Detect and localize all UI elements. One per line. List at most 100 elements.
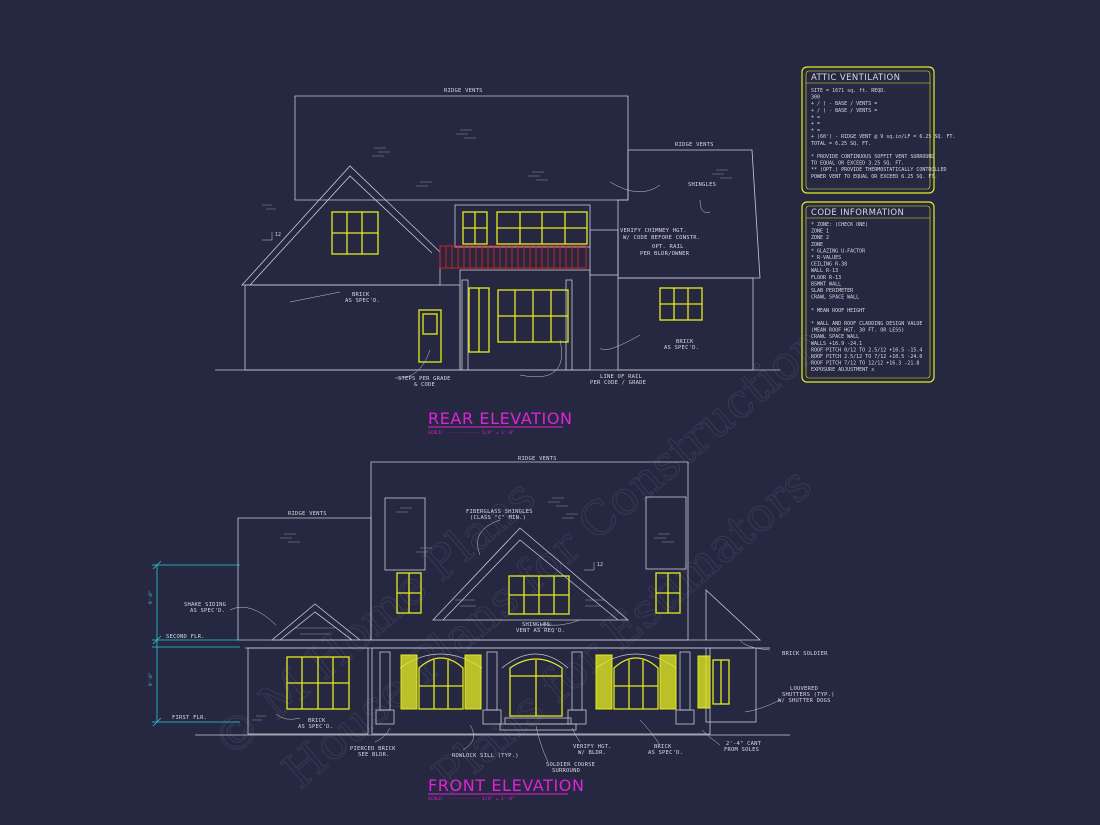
attic-line-4: + = [811, 114, 820, 120]
code-line-18: WALLS +16.9 -24.1 [811, 341, 862, 347]
front-pitch-label: 12 [597, 562, 603, 568]
rear-note-line-rail2: PER CODE / GRADE [590, 380, 646, 386]
code-line-7: WALL R-13 [811, 268, 838, 274]
rear-note-shingles: SHINGLES [688, 182, 716, 188]
code-line-17: CRAWL SPACE WALL [811, 334, 859, 340]
attic-ventilation-title: ATTIC VENTILATION [811, 73, 900, 83]
front-note-soldier-course2: SURROUND [552, 768, 580, 774]
front-window-arched-right [613, 657, 659, 710]
attic-line-13: POWER VENT TO EQUAL OR EXCEED 6.25 SQ. F… [811, 174, 937, 180]
code-information-box: CODE INFORMATION * ZONE: (CHECK ONE) ZON… [801, 201, 935, 383]
rear-elevation: RIDGE VENTS RIDGE VENTS SHINGLES VERIFY … [215, 88, 780, 436]
code-line-13: * MEAN ROOF HEIGHT [811, 308, 865, 314]
code-line-4: * GLAZING U-FACTOR [811, 248, 866, 254]
rear-note-opt-rail2: PER BLDR/OWNER [640, 251, 690, 257]
rear-note-ridge-main: RIDGE VENTS [444, 88, 483, 94]
attic-line-2: + / ) - BASE / VENTS = [811, 101, 877, 107]
front-note-brick-mid: BRICK [654, 744, 672, 750]
attic-line-5: + = [811, 121, 820, 127]
front-note-brick-left: BRICK [308, 718, 326, 724]
attic-line-7: + (60') - RIDGE VENT @ 9 sq.in/LF = 6.25… [811, 134, 956, 140]
front-window-left-dormer [396, 572, 422, 614]
front-note-louvered2: SHUTTERS (TYP.) [782, 692, 835, 698]
rear-note-chimney2: W/ CODE BEFORE CONSTR. [623, 235, 700, 241]
front-note-ridge-left: RIDGE VENTS [288, 511, 327, 517]
code-line-0: * ZONE: (CHECK ONE) [811, 222, 868, 228]
front-level-first: FIRST FLR. [172, 715, 207, 721]
front-window-right-wing [697, 655, 730, 709]
rear-note-chimney: VERIFY CHIMNEY HGT. [620, 228, 687, 234]
front-note-pierced: PIERCED BRICK [350, 746, 396, 752]
attic-line-12: ** (OPT.) PROVIDE THERMOSTATICALLY CONTR… [811, 167, 946, 173]
front-note-fiberglass: FIBERGLASS SHINGLES [466, 509, 533, 515]
code-line-20: ROOF PITCH 2.5/12 TO 7/12 +10.5 -24.0 [811, 354, 922, 360]
code-information-lines: * ZONE: (CHECK ONE) ZONE 1 ZONE 2 ZONE* … [811, 222, 922, 373]
front-door-arched [509, 658, 563, 717]
front-note-louvered: LOUVERED [790, 686, 818, 692]
attic-line-6: + = [811, 128, 820, 134]
rear-note-line-rail: LINE OF RAIL [600, 374, 643, 380]
front-window-center-gable [508, 575, 570, 615]
front-window-right-dormer [655, 572, 681, 614]
attic-ventilation-lines: SITE = 1671 sq. ft. REQD.300+ / ) - BASE… [811, 88, 956, 180]
front-note-louvered3: W/ SHUTTER DOGS [778, 698, 831, 704]
front-note-shingles2: VENT AS REQ'D. [516, 628, 565, 634]
code-line-2: ZONE 2 [811, 235, 829, 241]
rear-door-left [418, 309, 442, 363]
rear-window-gable [331, 211, 379, 255]
front-note-cant2: FROM SOLES [724, 747, 759, 753]
code-line-10: SLAB PERIMETER [811, 288, 854, 294]
code-line-1: ZONE 1 [811, 229, 829, 235]
front-note-shake: SHAKE SIDING [184, 602, 226, 608]
attic-line-10: * PROVIDE CONTINUOUS SOFFIT VENT SURROUN… [811, 154, 934, 160]
code-information-title: CODE INFORMATION [811, 208, 904, 218]
front-note-fiberglass2: (CLASS "C" MIN.) [470, 515, 526, 521]
code-line-9: BSMNT WALL [811, 281, 841, 287]
rear-window-upper [462, 211, 588, 245]
code-line-22: EXPOSURE ADJUSTMENT x [811, 367, 874, 373]
code-line-3: ZONE [811, 242, 823, 248]
front-elevation-title: FRONT ELEVATION [428, 776, 585, 795]
rear-window-porch [497, 289, 569, 343]
code-line-11: CRAWL SPACE WALL [811, 295, 859, 301]
rear-door-porch [468, 287, 490, 353]
front-note-cant: 2'-4" CANT [726, 741, 762, 747]
front-note-brick-mid2: AS SPEC'D. [648, 750, 683, 756]
front-elevation-scale: SCALE: ------------ 1/4" = 1'-0" [428, 796, 515, 802]
front-window-arched-left [418, 657, 464, 710]
front-elevation: 9'-0" 9'-0" SECOND FLR. FIRST FLR. 12 RI… [148, 456, 835, 802]
attic-line-11: TO EQUAL OR EXCEED 3.25 SQ. FT. [811, 161, 904, 167]
rear-note-brick-right2: AS SPEC'D. [664, 345, 699, 351]
attic-ventilation-box: ATTIC VENTILATION SITE = 1671 sq. ft. RE… [801, 66, 956, 194]
front-dim-upper: 9'-0" [148, 590, 154, 604]
front-note-ridge-top: RIDGE VENTS [518, 456, 557, 462]
attic-line-1: 300 [811, 95, 820, 101]
attic-line-8: TOTAL = 6.25 SQ. FT. [811, 141, 871, 147]
front-note-pierced2: SEE BLDR. [358, 752, 390, 758]
front-note-brick-left2: AS SPEC'D. [298, 724, 333, 730]
front-window-left-wing [286, 656, 350, 710]
front-note-verify: VERIFY HGT. [573, 744, 612, 750]
rear-note-brick-left: BRICK [352, 292, 370, 298]
front-dim-lower: 9'-0" [148, 672, 154, 686]
front-note-rowlock: ROWLOCK SILL (TYP.) [452, 753, 519, 759]
rear-note-brick-left2: AS SPEC'D. [345, 298, 380, 304]
attic-line-0: SITE = 1671 sq. ft. REQD. [811, 88, 886, 94]
code-line-19: ROOF PITCH 0/12 TO 2.5/12 +10.5 -15.4 [811, 347, 922, 353]
code-line-21: ROOF PITCH 7/12 TO 12/12 +16.3 -21.8 [811, 361, 919, 367]
rear-pitch-label: 12 [275, 232, 281, 238]
front-level-second: SECOND FLR. [166, 634, 205, 640]
front-note-verify2: W/ BLDR. [578, 750, 606, 756]
rear-elevation-scale: SCALE: ------------ 1/4" = 1'-0" [428, 430, 515, 436]
front-note-soldier-course: SOLDIER COURSE [546, 762, 595, 768]
front-note-shingles: SHINGLES [522, 622, 550, 628]
front-level-dimensions [152, 560, 240, 727]
code-line-6: CEILING R-38 [811, 262, 847, 268]
code-line-5: * R-VALUES [811, 255, 841, 261]
rear-note-steps2: & CODE [414, 382, 435, 388]
front-note-shake2: AS SPEC'D. [190, 608, 225, 614]
rear-note-brick-right: BRICK [676, 339, 694, 345]
code-line-8: FLOOR R-13 [811, 275, 841, 281]
front-note-brick-soldier: BRICK SOLDIER [782, 651, 828, 657]
